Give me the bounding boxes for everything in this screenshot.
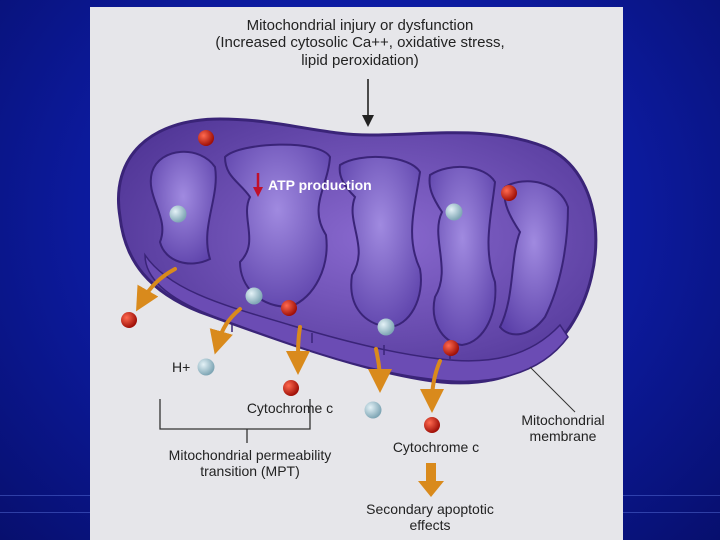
header-line-3: lipid peroxidation) [190, 52, 530, 69]
membrane-line-1: Mitochondrial [508, 412, 618, 428]
mpt-label: Mitochondrial permeability transition (M… [150, 447, 350, 479]
secondary-line-1: Secondary apoptotic [345, 501, 515, 517]
membrane-line-2: membrane [508, 428, 618, 444]
cytochrome-c-left-label: Cytochrome c [235, 400, 345, 416]
atp-production-label: ATP production [268, 177, 372, 193]
header-line-2: (Increased cytosolic Ca++, oxidative str… [190, 34, 530, 51]
secondary-effects-label: Secondary apoptotic effects [345, 501, 515, 533]
mpt-line-2: transition (MPT) [150, 463, 350, 479]
mpt-line-1: Mitochondrial permeability [150, 447, 350, 463]
header-line-1: Mitochondrial injury or dysfunction [190, 17, 530, 34]
cytochrome-c-right-label: Cytochrome c [376, 439, 496, 455]
h-plus-label: H+ [172, 359, 190, 375]
header-arrow-head [362, 115, 374, 127]
header-text: Mitochondrial injury or dysfunction (Inc… [190, 17, 530, 69]
secondary-line-2: effects [345, 517, 515, 533]
figure-panel: Mitochondrial injury or dysfunction (Inc… [90, 7, 623, 540]
secondary-effects-arrow [418, 463, 444, 497]
membrane-leader-line [530, 367, 575, 412]
membrane-label: Mitochondrial membrane [508, 412, 618, 444]
